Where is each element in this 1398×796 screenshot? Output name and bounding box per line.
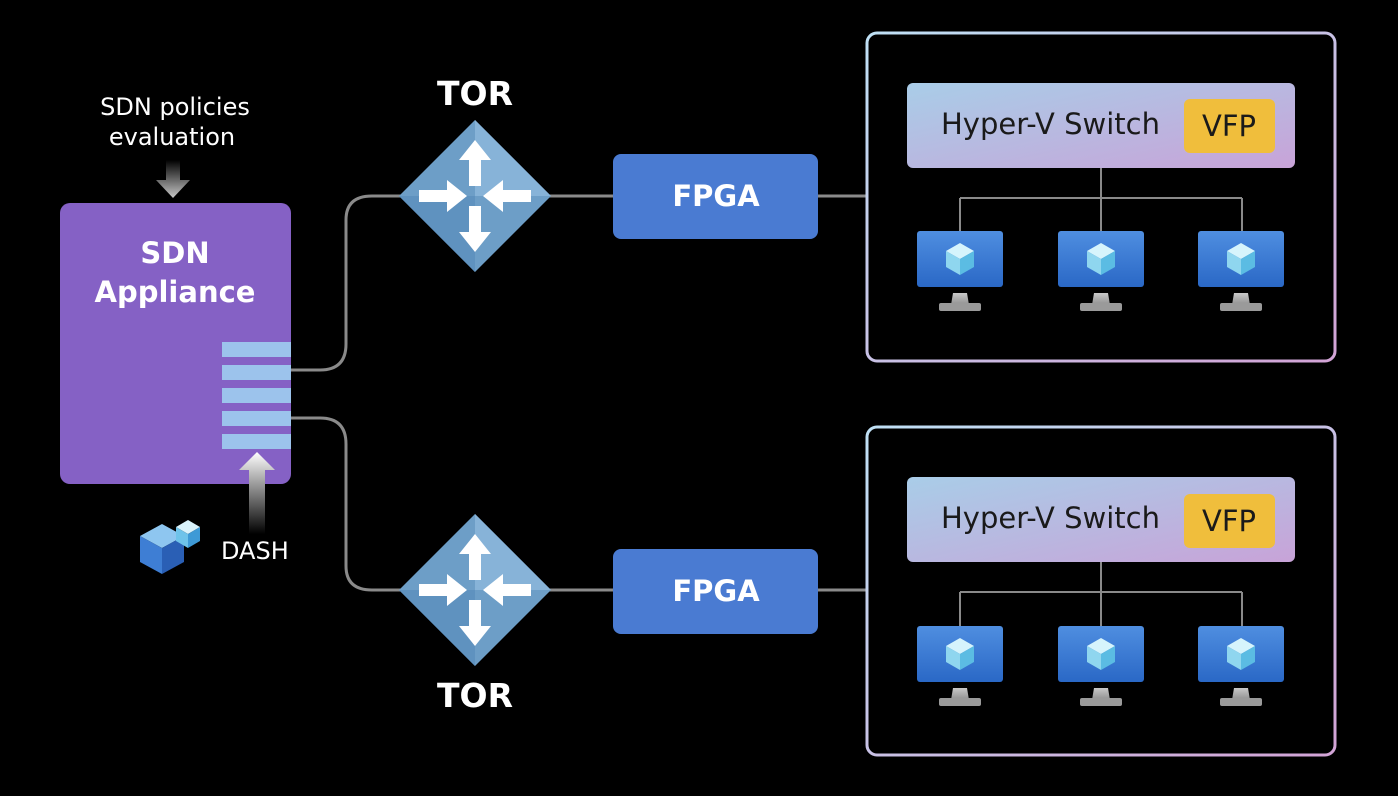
appliance-label-line2: Appliance (95, 275, 256, 309)
fpga-label: FPGA (672, 574, 760, 608)
policy-arrow-icon (156, 160, 190, 198)
appliance-ports (222, 342, 291, 449)
policy-note: SDN policies evaluation (100, 93, 250, 151)
sdn-appliance: SDN Appliance (60, 203, 291, 484)
tor-label-bottom: TOR (437, 676, 513, 715)
fpga-box (613, 549, 818, 634)
hyperv-switch-label: Hyper-V Switch (941, 501, 1160, 535)
dash-arrow-icon (239, 452, 275, 534)
appliance-port (222, 388, 291, 403)
appliance-port (222, 411, 291, 426)
fpga-box (613, 154, 818, 239)
tor-router-icon-top (399, 120, 551, 272)
host-bottom: Hyper-V Switch VFP (865, 425, 1337, 757)
dash-cubes-icon (140, 520, 200, 574)
tor-router-icon-bottom (399, 514, 551, 666)
vfp-badge (1184, 494, 1275, 548)
vfp-badge (1184, 99, 1275, 153)
tor-label-top: TOR (437, 74, 513, 113)
vfp-label: VFP (1202, 504, 1256, 538)
dash-label: DASH (221, 537, 289, 565)
fpga-top: FPGA (613, 154, 818, 239)
fpga-bottom: FPGA (613, 549, 818, 634)
vfp-label: VFP (1202, 109, 1256, 143)
appliance-port (222, 342, 291, 357)
appliance-port (222, 434, 291, 449)
connection-lines (290, 194, 866, 592)
appliance-label-line1: SDN (140, 236, 209, 270)
policy-note-line2: evaluation (109, 123, 235, 151)
policy-note-line1: SDN policies (100, 93, 250, 121)
appliance-port (222, 365, 291, 380)
vm-links (959, 168, 1243, 232)
link-appliance-tor-top (290, 194, 402, 372)
host-top: Hyper-V Switch VFP (865, 31, 1337, 363)
fpga-label: FPGA (672, 179, 760, 213)
hyperv-switch-label: Hyper-V Switch (941, 107, 1160, 141)
link-appliance-tor-bottom (290, 416, 402, 592)
vm-links (959, 562, 1243, 627)
